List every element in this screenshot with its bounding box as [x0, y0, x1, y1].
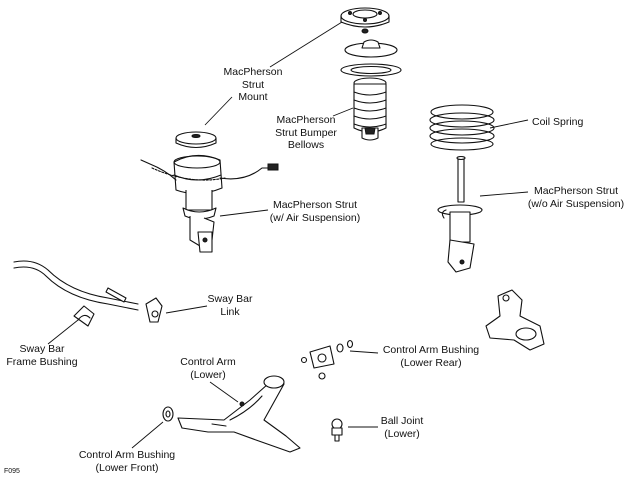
air-strut-drawing: [140, 154, 279, 253]
leader-lines: [47, 21, 529, 449]
strut-mount-lower-drawing: [175, 131, 217, 149]
label-strut-mount: MacPherson Strut Mount: [223, 66, 283, 103]
figure-code: F095: [4, 468, 20, 475]
label-sway-bar-bushing: Sway Bar Frame Bushing: [6, 343, 78, 368]
strut-plate-drawing: [340, 39, 402, 77]
label-control-arm: Control Arm (Lower): [180, 356, 236, 381]
bumper-bellows-drawing: [353, 77, 387, 141]
front-bushing-drawing: [162, 406, 174, 422]
strut-mount-upper-drawing: [340, 7, 390, 34]
ball-joint-drawing: [331, 418, 343, 442]
steering-knuckle-drawing: [485, 289, 545, 351]
label-ball-joint: Ball Joint (Lower): [380, 415, 424, 440]
strut-no-air-drawing: [437, 155, 483, 273]
sway-bar-drawing: [13, 260, 139, 327]
label-bushing-lower-front: Control Arm Bushing (Lower Front): [78, 449, 176, 474]
label-strut-no-air: MacPherson Strut (w/o Air Suspension): [527, 185, 625, 210]
label-coil-spring: Coil Spring: [532, 116, 584, 128]
label-sway-bar-link: Sway Bar Link: [207, 293, 253, 318]
label-bumper-bellows: MacPherson Strut Bumper Bellows: [275, 114, 337, 151]
sway-bar-link-drawing: [105, 287, 163, 323]
label-bushing-lower-rear: Control Arm Bushing (Lower Rear): [382, 344, 480, 369]
label-strut-air: MacPherson Strut (w/ Air Suspension): [269, 199, 361, 224]
coil-spring-drawing: [429, 104, 495, 151]
control-arm-drawing: [177, 375, 301, 453]
rear-bushing-drawing: [300, 339, 354, 380]
